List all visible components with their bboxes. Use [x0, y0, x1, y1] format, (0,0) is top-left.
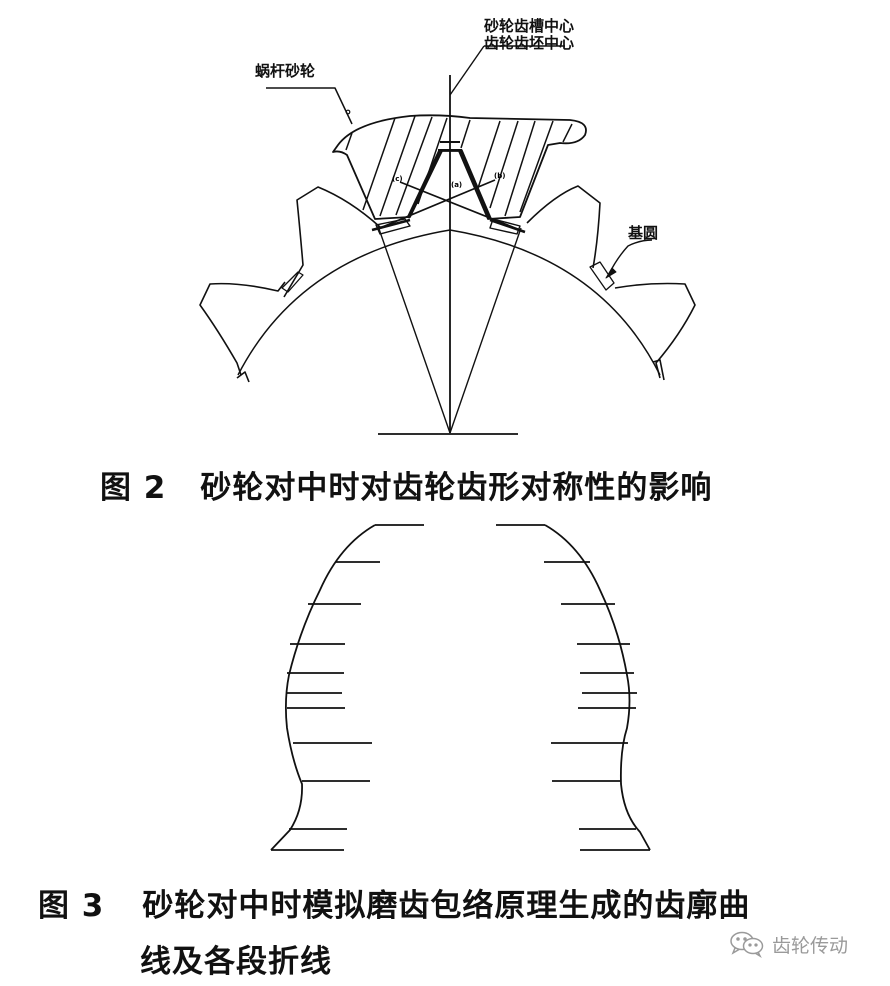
figure-3-diagram — [270, 524, 651, 851]
figure-2-number: 图 2 — [100, 470, 167, 506]
tooth-profile-left — [270, 524, 376, 851]
gear-tooth-left-outer — [199, 281, 286, 376]
mark-c: (c) — [392, 175, 403, 183]
gear-tooth-left — [283, 186, 381, 298]
label-gear-space-center: 齿轮齿坯中心 — [484, 34, 575, 52]
leader-base-circle — [608, 239, 653, 275]
fold-lines-right — [544, 561, 650, 851]
label-worm-wheel: 蜗杆砂轮 — [255, 62, 316, 80]
label-wheel-groove-center: 砂轮齿槽中心 — [484, 17, 575, 35]
figure-2-diagram — [199, 45, 696, 435]
label-base-circle: 基圆 — [628, 224, 659, 242]
figure-3-title-line2: 线及各段折线 — [140, 944, 332, 980]
worm-wheel-body — [332, 114, 587, 220]
watermark-text: 齿轮传动 — [772, 934, 849, 957]
figure-3-title-line1: 砂轮对中时模拟磨齿包络原理生成的齿廓曲 — [142, 888, 751, 924]
gear-tooth-right-outer — [614, 282, 696, 379]
radial-line-right — [449, 227, 522, 434]
figure-3-number: 图 3 — [38, 888, 105, 924]
tooth-profile-right — [544, 524, 651, 851]
figure-2-caption: 图 2 砂轮对中时对齿轮齿形对称性的影响 — [100, 462, 712, 507]
figure-3-caption-line1: 图 3 砂轮对中时模拟磨齿包络原理生成的齿廓曲 — [38, 880, 750, 925]
leader-center — [449, 45, 485, 96]
radial-line-left — [377, 225, 451, 434]
watermark: 齿轮传动 — [728, 930, 848, 958]
worm-wheel-hatching — [345, 115, 573, 217]
gear-tooth-right — [526, 185, 601, 269]
fold-lines-left — [271, 561, 380, 851]
figure-2-title: 砂轮对中时对齿轮齿形对称性的影响 — [200, 470, 713, 506]
mark-a: (a) — [451, 181, 463, 189]
wechat-icon — [730, 931, 764, 958]
mark-b: (b) — [494, 172, 506, 180]
